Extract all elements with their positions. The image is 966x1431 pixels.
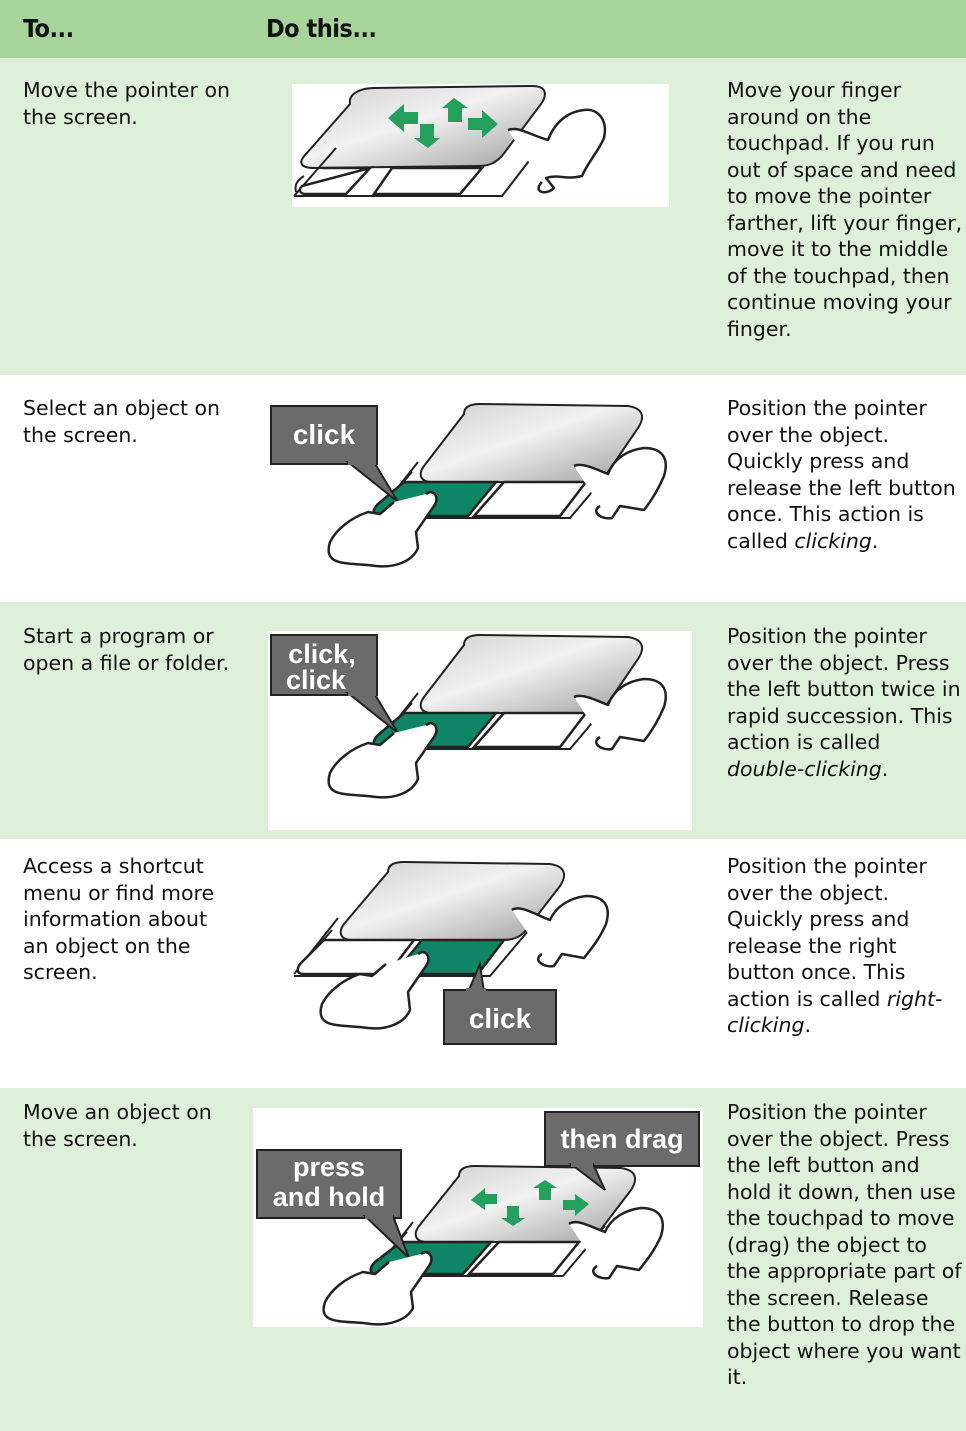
touchpad-double-click-illustration: click, click bbox=[268, 631, 692, 830]
instruction-text: Position the pointer over the object. Qu… bbox=[727, 853, 963, 1039]
callout-label: press bbox=[293, 1152, 365, 1182]
task-text: Select an object on the screen. bbox=[23, 395, 238, 448]
instruction-text: Position the pointer over the object. Qu… bbox=[727, 395, 963, 554]
callout-label: then drag bbox=[560, 1124, 683, 1154]
touchpad-click-illustration: click bbox=[268, 402, 692, 574]
table-header: To... Do this... bbox=[0, 0, 966, 58]
task-text: Move the pointer on the screen. bbox=[23, 77, 238, 130]
callout-label: and hold bbox=[273, 1182, 385, 1212]
touchpad-right-click-illustration: click bbox=[290, 860, 690, 1080]
touchpad-drag-illustration: then drag press and hold bbox=[253, 1108, 703, 1327]
task-text: Move an object on the screen. bbox=[23, 1099, 238, 1152]
task-text: Start a program or open a file or folder… bbox=[23, 623, 238, 676]
callout-label: click bbox=[469, 1003, 532, 1034]
callout-icon: click bbox=[271, 406, 398, 502]
instruction-text: Move your finger around on the touchpad.… bbox=[727, 77, 963, 342]
col-do-this-header: Do this... bbox=[266, 14, 376, 43]
task-text: Access a shortcut menu or find more info… bbox=[23, 853, 238, 986]
instruction-text: Position the pointer over the object. Pr… bbox=[727, 623, 963, 782]
touchpad-move-illustration bbox=[292, 84, 669, 207]
col-to-header: To... bbox=[23, 14, 74, 43]
callout-label: click bbox=[286, 665, 347, 695]
callout-label: click bbox=[293, 419, 356, 450]
instruction-text: Position the pointer over the object. Pr… bbox=[727, 1099, 963, 1391]
